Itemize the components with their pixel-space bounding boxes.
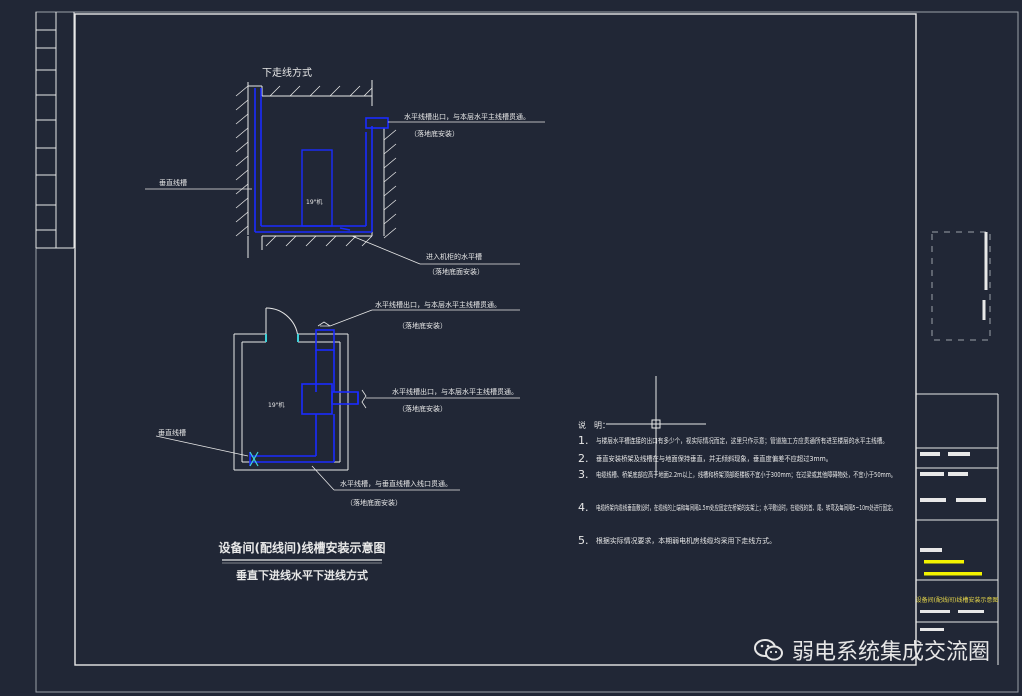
leaders-top: [145, 121, 545, 265]
inner-frame: [74, 13, 917, 666]
yellow-mark-2: [924, 572, 982, 576]
sheet-frame: [35, 11, 1019, 693]
cad-crosshair: [606, 376, 706, 476]
sub-title: 垂直下进线水平下进线方式: [236, 568, 368, 582]
label-horizontal-outlet-top: 水平线槽出口，与本层水平主线槽贯通。: [404, 112, 530, 121]
watermark-text: 弱电系统集成交流圈: [791, 640, 990, 665]
door-jambs: [265, 334, 299, 342]
cable-tray-plan: [249, 329, 359, 466]
label-floor-install-note: （落地底安装）: [410, 129, 459, 138]
label-floor-install-note4: （落地底安装）: [398, 404, 447, 413]
note-2-text: 垂直安装桥架及线槽在与地面保持垂直，并无倾斜现象，垂直度偏差不应超过3mm。: [596, 454, 832, 463]
rack-label-top: 19"机: [306, 198, 322, 206]
note-4-num: 4.: [578, 501, 589, 514]
note-2-num: 2.: [578, 452, 589, 465]
title-block-name: 设备间(配线间)线槽安装示意图: [916, 596, 999, 604]
note-1-num: 1.: [578, 434, 589, 447]
binding-strip: [35, 12, 75, 249]
notes-header: 说 明：: [578, 420, 610, 430]
top-view-title: 下走线方式: [262, 66, 312, 79]
label-horizontal-outlet-right: 水平线槽出口，与本层水平主线槽贯通。: [392, 387, 518, 396]
yellow-mark-1: [924, 560, 964, 564]
vertical-tray-mark: [249, 451, 259, 467]
notes-list: 1. 与楼层水平槽连接的出口有多少个，视实际情况而定，这里只作示意；管道施工方应…: [578, 434, 896, 547]
break-mark-top: [317, 321, 331, 327]
label-floor-install-note2: （落地底面安装）: [428, 267, 484, 276]
label-vertical-tray-top: 垂直线槽: [159, 178, 187, 187]
label-horizontal-outlet-mid: 水平线槽出口，与本层水平主线槽贯通。: [375, 300, 501, 309]
wall-hatching: [235, 85, 397, 247]
label-floor-install-note3: （落地底安装）: [398, 321, 447, 330]
watermark: 弱电系统集成交流圈: [753, 634, 990, 666]
title-block-marks: [920, 452, 986, 631]
leaders-plan: [155, 309, 520, 491]
main-title: 设备间(配线间)线槽安装示意图: [219, 540, 386, 555]
label-horizontal-tray-bottom: 水平线槽，与垂直线槽入线口贯通。: [340, 479, 452, 488]
label-floor-install-note5: （落地底面安装）: [346, 498, 402, 507]
note-1-text: 与楼层水平槽连接的出口有多少个，视实际情况而定，这里只作示意；管道施工方应贯通所…: [596, 436, 888, 445]
label-vertical-tray-bottom: 垂直线槽: [158, 428, 186, 437]
plan-room: [233, 307, 349, 471]
label-floor-tray-connect: 进入机柜的水平槽: [426, 252, 482, 261]
rack-label-bottom: 19"机: [268, 401, 284, 409]
wechat-icon: [753, 639, 783, 661]
note-5-text: 根据实际情况要求，本期弱电机房线缆均采用下走线方式。: [596, 536, 776, 545]
title-block: [916, 231, 999, 665]
break-mark-right: [361, 389, 367, 409]
note-3-num: 3.: [578, 468, 589, 481]
note-4-text: 电缆桥架内缆线垂直敷设时，在缆线的上端和每间隔1.5m处应固定在桥架的支架上；水…: [596, 503, 896, 512]
cable-tray-section: [254, 88, 389, 233]
note-3-text: 电缆线槽、桥架底部应高于地面2.2m以上，线槽和桥架顶部距楼板不宜小于300mm…: [596, 470, 896, 479]
note-5-num: 5.: [578, 534, 589, 547]
